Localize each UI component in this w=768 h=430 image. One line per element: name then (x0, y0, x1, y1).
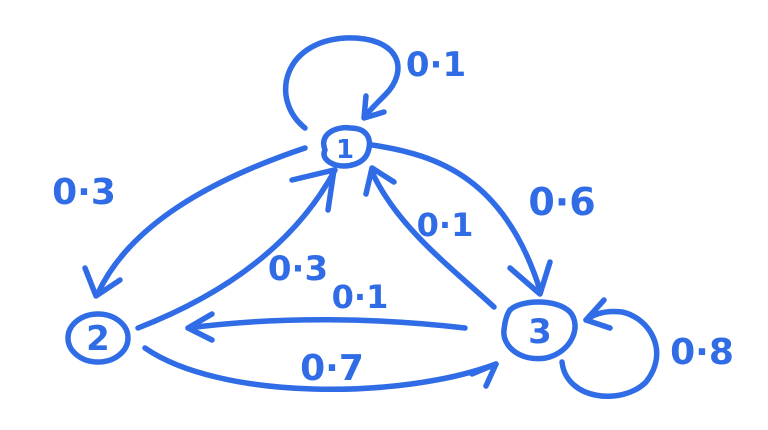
edge-1-3 (369, 142, 553, 297)
edge-2-3-label: 0·7 (300, 348, 364, 389)
node-3-label: 3 (528, 312, 552, 352)
edge-2-1 (135, 167, 338, 331)
edge-3-1 (363, 165, 497, 310)
edge-1-1-path (282, 35, 401, 131)
node-1 (320, 124, 373, 169)
edge-1-2 (82, 145, 308, 299)
edge-3-3-path (559, 308, 660, 399)
node-1-label: 1 (336, 135, 354, 165)
node-1-circle (320, 124, 373, 169)
edge-3-2-arrowhead (185, 311, 215, 343)
edge-3-1-path (369, 169, 497, 310)
edge-3-3-label: 0·8 (670, 332, 734, 373)
node-2 (65, 311, 131, 365)
edge-3-1-label: 0·1 (417, 206, 474, 244)
edge-2-3-path (142, 345, 499, 393)
edge-1-3-path (369, 142, 543, 293)
node-2-circle (65, 311, 131, 365)
node-2-label: 2 (86, 319, 110, 359)
edge-1-2-label: 0·3 (52, 172, 116, 213)
edge-3-2-label: 0·1 (332, 278, 389, 316)
edge-2-3-arrowhead (469, 361, 499, 389)
edge-1-2-arrowhead (82, 265, 123, 299)
edge-2-1-arrowhead (289, 167, 337, 213)
edge-3-1-arrowhead (363, 165, 397, 197)
edge-1-1-arrowhead (361, 93, 387, 121)
edge-1-3-arrowhead (507, 259, 553, 297)
edge-1-1-label: 0·1 (406, 45, 466, 85)
edge-2-1-label: 0·3 (268, 249, 328, 289)
edge-1-1 (282, 35, 401, 131)
edge-2-1-path (135, 167, 338, 331)
edge-2-3 (142, 345, 499, 393)
edge-3-2 (185, 311, 468, 343)
edge-3-3-arrowhead (583, 297, 613, 331)
edge-1-3-label: 0·6 (528, 180, 595, 224)
edge-1-2-path (95, 145, 308, 296)
node-3-circle (501, 299, 578, 362)
node-3 (501, 299, 578, 362)
edge-3-2-path (185, 316, 468, 331)
edge-3-3 (559, 297, 660, 399)
